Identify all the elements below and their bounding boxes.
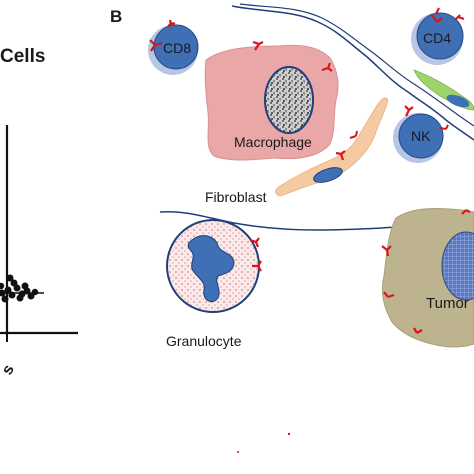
- tumor-cell: Tumor: [381, 208, 474, 348]
- tumor-label: Tumor: [426, 295, 469, 312]
- granulocyte-cell: Granulocyte: [166, 219, 262, 349]
- cd8-label: CD8: [163, 40, 191, 56]
- left-panel: Cells s: [0, 46, 78, 378]
- receptor-icon: [149, 39, 163, 52]
- receptor-icon: [335, 150, 346, 161]
- nk-label: NK: [411, 128, 431, 144]
- vessel-wall-upper-2: [239, 3, 474, 127]
- receptor-icon: [167, 19, 176, 28]
- receptor-icon: [349, 130, 358, 139]
- stray-mark: [237, 451, 239, 453]
- receptor-icon: [249, 237, 260, 248]
- receptor-icon: [381, 245, 392, 257]
- granulocyte-label: Granulocyte: [166, 333, 242, 349]
- receptor-icon: [461, 209, 471, 215]
- vessel-wall-upper: [231, 5, 474, 141]
- receptor-icon: [431, 7, 443, 23]
- cd8-cell: CD8: [148, 19, 199, 75]
- nk-cell: NK: [393, 105, 449, 163]
- vessel-wall-lower: [159, 210, 421, 231]
- x-tick-label-fragment: s: [0, 362, 18, 378]
- receptor-icon: [439, 124, 449, 130]
- receptor-icon: [404, 105, 414, 117]
- receptor-icon: [413, 327, 423, 334]
- cd4-cell: CD4: [411, 7, 465, 65]
- receptor-icon: [252, 40, 264, 51]
- fibroblast-label: Fibroblast: [205, 189, 267, 205]
- macrophage-cell: Macrophage: [204, 40, 339, 161]
- green-elongated-cell: [413, 69, 474, 111]
- receptor-icon: [454, 14, 465, 21]
- cd4-label: CD4: [423, 30, 451, 46]
- left-title-fragment: Cells: [0, 46, 45, 67]
- macrophage-label: Macrophage: [234, 134, 312, 150]
- fibroblast-cell: Fibroblast: [205, 97, 389, 205]
- receptor-icon: [321, 62, 333, 72]
- data-points-cluster: [0, 274, 39, 303]
- stray-mark: [287, 432, 291, 436]
- panel-letter-b: B: [110, 7, 122, 26]
- right-panel: B CD8 CD4 Macrophage: [110, 3, 474, 453]
- receptor-icon: [383, 291, 395, 299]
- receptor-icon: [252, 260, 262, 272]
